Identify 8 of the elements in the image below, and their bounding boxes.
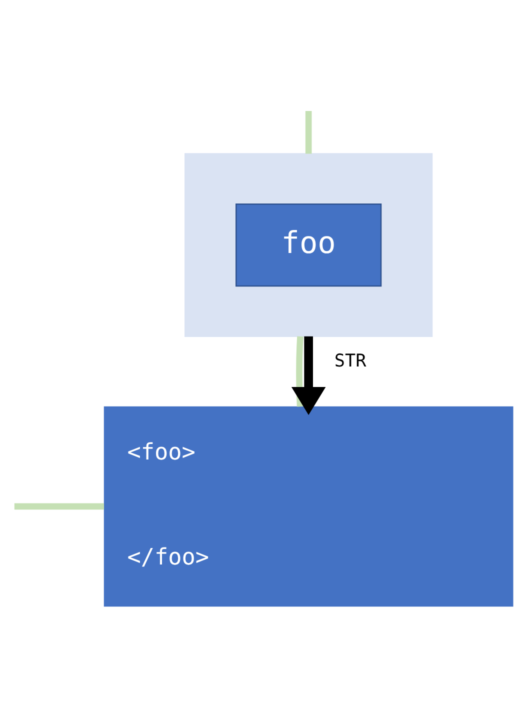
node-box: <foo> </foo> [104,406,514,606]
connector [14,502,104,510]
connector [296,336,304,406]
node-box: foo [236,203,382,286]
connector [305,110,312,154]
cluster [184,152,433,337]
edge-label: STR [334,350,366,371]
arrow [291,336,326,414]
